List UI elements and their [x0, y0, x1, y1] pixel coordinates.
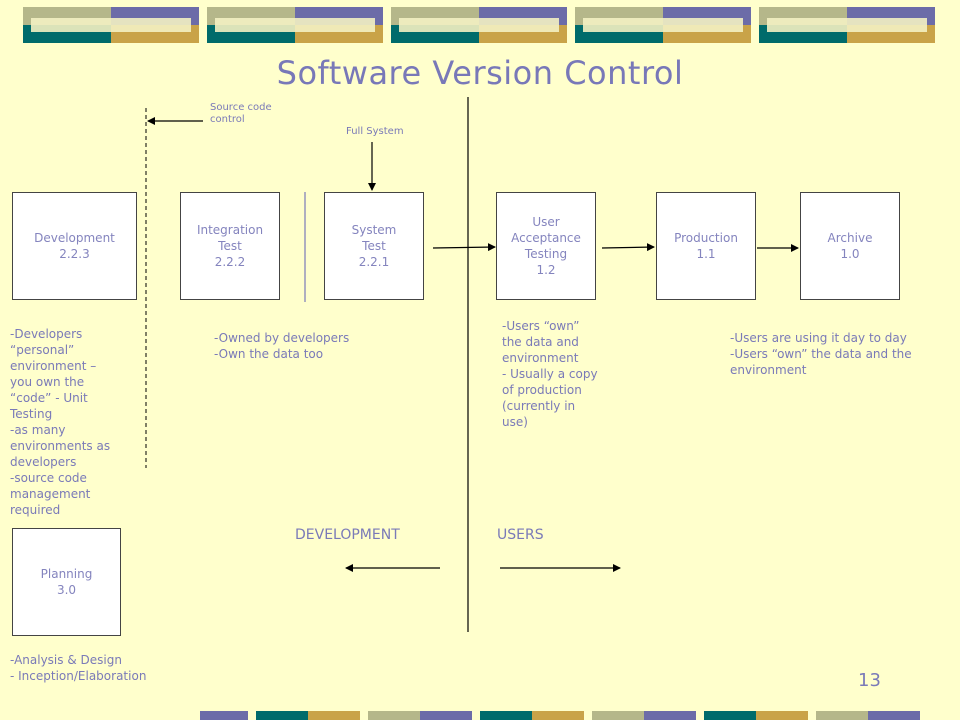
header-tile: [759, 7, 935, 43]
planning-box: Planning 3.0: [12, 528, 121, 636]
production-notes: -Users are using it day to day -Users “o…: [730, 331, 912, 377]
planning-notes: -Analysis & Design - Inception/Elaborati…: [10, 653, 147, 683]
system-test-box: System Test 2.2.1: [324, 192, 424, 300]
production-box: Production 1.1: [656, 192, 756, 300]
system-test-box-label: System Test 2.2.1: [351, 223, 397, 269]
uat-box-label: User Acceptance Testing 1.2: [511, 215, 581, 277]
production-box-label: Production 1.1: [674, 231, 738, 261]
header-tile: [391, 7, 567, 43]
slide-title: Software Version Control: [276, 54, 684, 92]
integration-test-box-label: Integration Test 2.2.2: [196, 223, 264, 269]
uat-to-production-arrow: [601, 243, 655, 252]
archive-box: Archive 1.0: [800, 192, 900, 300]
integration-notes: -Owned by developers -Own the data too: [214, 331, 350, 361]
planning-box-label: Planning 3.0: [40, 567, 93, 597]
users-zone-label: USERS: [497, 527, 544, 543]
system-to-uat-arrow: [432, 243, 496, 252]
header-tile: [207, 7, 383, 43]
user-acceptance-testing-box: User Acceptance Testing 1.2: [496, 192, 596, 300]
uat-notes: -Users “own” the data and environment - …: [502, 319, 598, 429]
development-box: Development 2.2.3: [12, 192, 137, 300]
source-code-control-label: Source code control: [210, 102, 272, 125]
full-system-label: Full System: [346, 126, 404, 137]
integration-test-box: Integration Test 2.2.2: [180, 192, 280, 300]
header-tile: [575, 7, 751, 43]
development-box-label: Development 2.2.3: [34, 231, 115, 261]
development-zone-label: DEVELOPMENT: [295, 527, 400, 543]
development-notes: -Developers “personal” environment – you…: [10, 327, 111, 517]
header-tile: [23, 7, 199, 43]
page-number: 13: [858, 670, 881, 691]
archive-box-label: Archive 1.0: [827, 231, 873, 261]
